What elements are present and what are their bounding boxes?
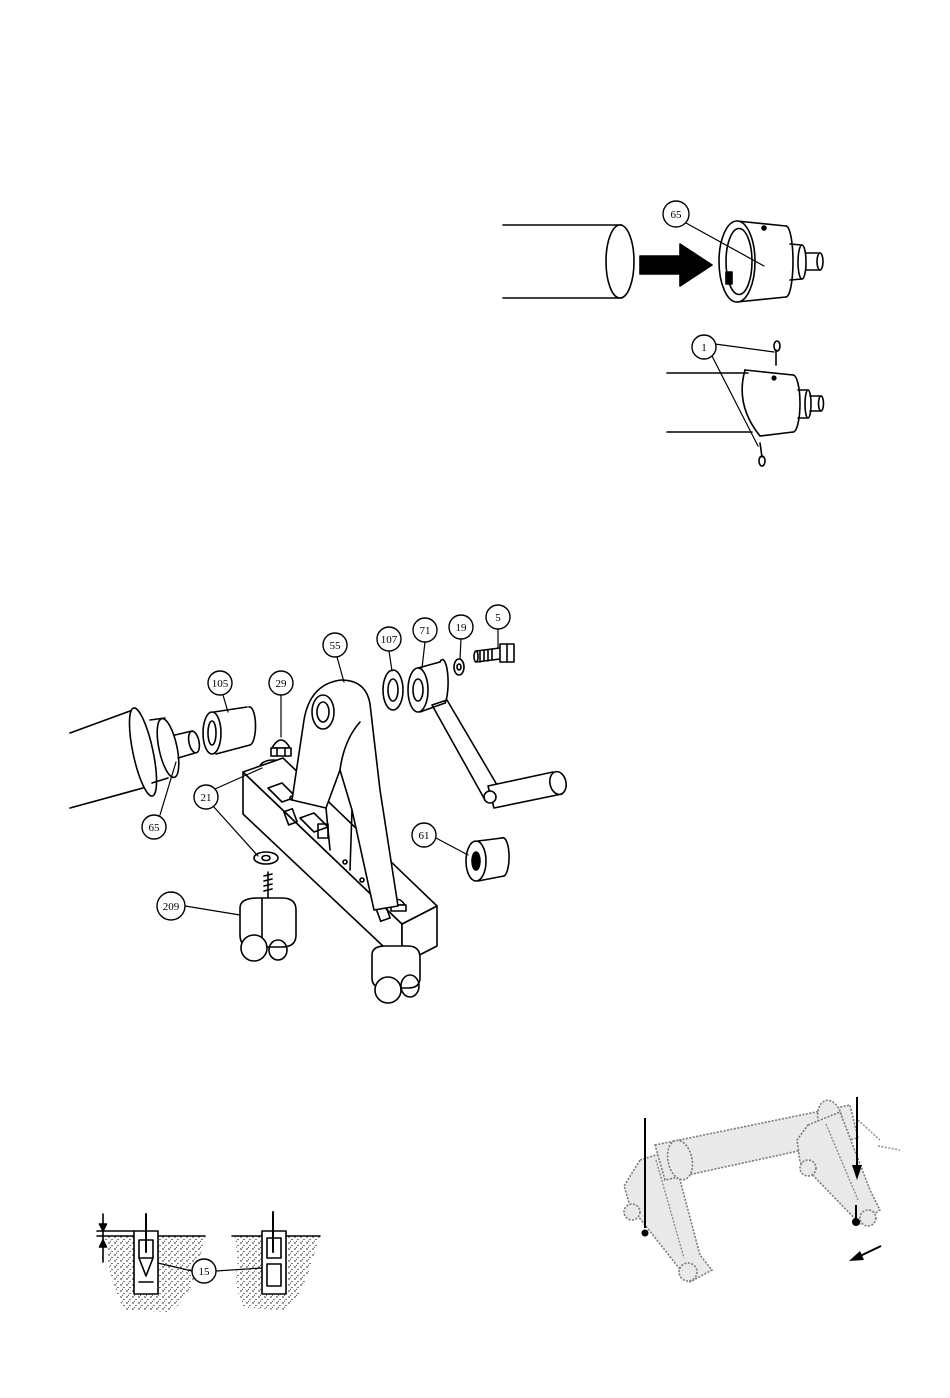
tube-assembled xyxy=(667,373,752,432)
anchor-right xyxy=(262,1212,286,1294)
callout-bushing: 105 xyxy=(208,671,232,695)
callout-roller: 61 xyxy=(412,823,436,847)
rear-caster xyxy=(372,946,420,1003)
callout-washer-small-label: 19 xyxy=(456,622,468,634)
insert-direction-arrow xyxy=(640,244,712,286)
leader-washer-small xyxy=(460,639,461,659)
figure-tube-pinned xyxy=(667,341,824,466)
callout-bushing-label: 105 xyxy=(212,678,229,690)
callout-end-cap: 65 xyxy=(142,815,166,839)
callout-caster-label: 209 xyxy=(163,901,180,913)
figure-tube-into-end-cap xyxy=(503,221,823,302)
callout-frame: 55 xyxy=(323,633,347,657)
callout-crank: 71 xyxy=(413,618,437,642)
roller-part xyxy=(466,838,509,881)
leader-caster xyxy=(185,906,240,915)
callout-roller-label: 61 xyxy=(419,830,430,842)
washer-large-part xyxy=(383,670,403,710)
tube-with-end-cap xyxy=(70,706,201,808)
bushing-part xyxy=(203,707,256,754)
callout-anchor: 15 xyxy=(192,1259,216,1283)
callout-anchor-label: 15 xyxy=(199,1266,211,1278)
assembled-right-leg xyxy=(797,1112,880,1226)
callout-cotter-pins: 1 xyxy=(692,335,716,359)
callout-cap-nut-label: 29 xyxy=(276,678,288,690)
cotter-pin-top xyxy=(774,341,780,365)
callout-cap-top: 65 xyxy=(663,201,689,227)
callout-cap-top-label: 65 xyxy=(671,209,683,221)
end-cap-assembled xyxy=(742,370,823,436)
end-cap-part xyxy=(719,221,823,302)
callout-frame-label: 55 xyxy=(330,640,342,652)
callout-cap-nut: 29 xyxy=(269,671,293,695)
figure-exploded-stand xyxy=(70,629,568,1003)
figure-assembled-stand xyxy=(624,1097,900,1282)
callout-cotter-pins-label: 1 xyxy=(701,342,707,354)
callout-bolt-label: 5 xyxy=(495,612,501,624)
tube xyxy=(503,225,634,298)
leader-washer-large xyxy=(389,651,392,671)
callout-washer-small: 19 xyxy=(449,615,473,639)
callout-washer-large: 107 xyxy=(377,627,401,651)
assembled-crank-handle xyxy=(858,1120,900,1150)
callout-washers-label: 21 xyxy=(201,792,212,804)
washer-small-part xyxy=(454,659,464,675)
callout-caster: 209 xyxy=(157,892,185,920)
leader-pin-top xyxy=(715,344,774,352)
callout-washer-large-label: 107 xyxy=(381,634,398,646)
leader-roller xyxy=(436,838,468,855)
callout-crank-label: 71 xyxy=(420,625,431,637)
crank-part xyxy=(408,660,568,808)
anchor-left xyxy=(134,1214,158,1294)
cotter-pin-bottom xyxy=(759,443,765,466)
callout-washers: 21 xyxy=(194,785,218,809)
caster-part xyxy=(240,872,296,961)
cap-nut-part xyxy=(271,740,291,756)
bolt-part xyxy=(474,644,514,662)
washer-bottom-part xyxy=(254,852,278,864)
push-direction-arrow xyxy=(849,1246,881,1261)
callout-bolt: 5 xyxy=(486,605,510,629)
callout-end-cap-label: 65 xyxy=(149,822,161,834)
leader-crank xyxy=(422,642,425,668)
leader-frame xyxy=(337,657,344,682)
